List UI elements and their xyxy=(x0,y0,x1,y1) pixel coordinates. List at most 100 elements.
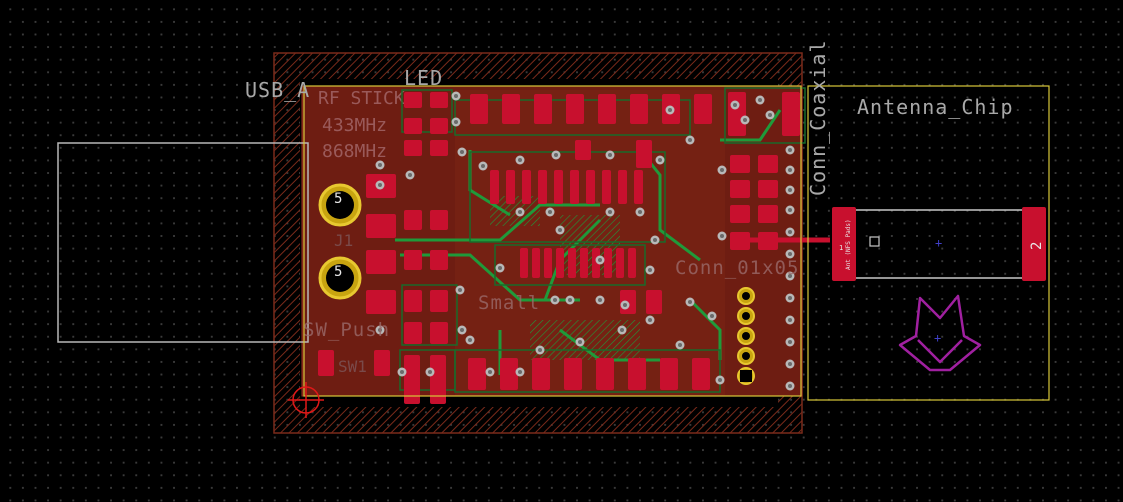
via[interactable] xyxy=(685,297,695,307)
smd-pad[interactable] xyxy=(782,92,800,136)
smd-pad[interactable] xyxy=(532,248,540,278)
smd-pad[interactable] xyxy=(694,94,712,124)
via[interactable] xyxy=(785,145,795,155)
via[interactable] xyxy=(397,367,407,377)
via[interactable] xyxy=(605,150,615,160)
smd-pad[interactable] xyxy=(534,94,552,124)
via[interactable] xyxy=(635,207,645,217)
smd-pad[interactable] xyxy=(430,118,448,134)
smd-pad[interactable] xyxy=(470,94,488,124)
smd-pad[interactable] xyxy=(430,378,446,404)
smd-pad[interactable] xyxy=(404,92,422,108)
smd-pad[interactable] xyxy=(618,170,627,204)
smd-pad[interactable] xyxy=(520,248,528,278)
pin-header-conn-01x05[interactable] xyxy=(737,287,755,385)
smd-pad[interactable] xyxy=(430,322,448,344)
smd-pad[interactable] xyxy=(758,180,778,198)
smd-pad[interactable] xyxy=(468,358,486,390)
smd-pad[interactable] xyxy=(502,94,520,124)
via[interactable] xyxy=(785,337,795,347)
smd-pad[interactable] xyxy=(628,358,646,390)
smd-pad[interactable] xyxy=(404,355,420,381)
via[interactable] xyxy=(785,359,795,369)
via[interactable] xyxy=(405,170,415,180)
smd-pad[interactable] xyxy=(602,170,611,204)
smd-pad[interactable] xyxy=(538,170,547,204)
via[interactable] xyxy=(457,325,467,335)
smd-pad[interactable] xyxy=(636,140,652,168)
via[interactable] xyxy=(707,311,717,321)
smd-pad[interactable] xyxy=(758,155,778,173)
via[interactable] xyxy=(485,367,495,377)
smd-pad[interactable] xyxy=(728,92,746,136)
via[interactable] xyxy=(478,161,488,171)
via[interactable] xyxy=(375,325,385,335)
smd-pad[interactable] xyxy=(404,322,422,344)
via[interactable] xyxy=(515,367,525,377)
via[interactable] xyxy=(785,249,795,259)
via[interactable] xyxy=(551,150,561,160)
via[interactable] xyxy=(785,165,795,175)
via[interactable] xyxy=(465,335,475,345)
smd-pad[interactable] xyxy=(580,248,588,278)
smd-pad[interactable] xyxy=(500,358,518,390)
via[interactable] xyxy=(785,227,795,237)
via[interactable] xyxy=(617,325,627,335)
smd-pad[interactable] xyxy=(506,170,515,204)
via[interactable] xyxy=(717,231,727,241)
smd-pad[interactable] xyxy=(404,210,422,230)
via[interactable] xyxy=(785,185,795,195)
via[interactable] xyxy=(675,340,685,350)
smd-pad[interactable] xyxy=(566,94,584,124)
via[interactable] xyxy=(620,300,630,310)
via[interactable] xyxy=(550,295,560,305)
via[interactable] xyxy=(495,263,505,273)
via[interactable] xyxy=(451,117,461,127)
via[interactable] xyxy=(665,105,675,115)
via[interactable] xyxy=(717,165,727,175)
smd-pad[interactable] xyxy=(556,248,564,278)
via[interactable] xyxy=(535,345,545,355)
via[interactable] xyxy=(575,337,585,347)
smd-pad[interactable] xyxy=(730,232,750,250)
smd-pad[interactable] xyxy=(522,170,531,204)
smd-pad[interactable] xyxy=(404,118,422,134)
smd-pad[interactable] xyxy=(564,358,582,390)
smd-pad[interactable] xyxy=(604,248,612,278)
smd-pad[interactable] xyxy=(544,248,552,278)
smd-pad[interactable] xyxy=(430,210,448,230)
via[interactable] xyxy=(685,135,695,145)
via[interactable] xyxy=(785,293,795,303)
smd-pad[interactable] xyxy=(570,170,579,204)
via[interactable] xyxy=(457,147,467,157)
smd-pad[interactable] xyxy=(366,290,396,314)
smd-pad[interactable] xyxy=(318,350,334,376)
smd-pad[interactable] xyxy=(646,290,662,314)
via[interactable] xyxy=(785,205,795,215)
crosshair-circle-icon[interactable] xyxy=(288,382,324,418)
smd-pad[interactable] xyxy=(730,155,750,173)
via[interactable] xyxy=(650,235,660,245)
smd-pad[interactable] xyxy=(616,248,624,278)
usb-pad-1[interactable]: 5 xyxy=(318,183,362,227)
via[interactable] xyxy=(605,207,615,217)
via[interactable] xyxy=(555,225,565,235)
smd-pad[interactable] xyxy=(630,94,648,124)
smd-pad[interactable] xyxy=(404,290,422,312)
via[interactable] xyxy=(375,160,385,170)
smd-pad[interactable] xyxy=(758,232,778,250)
smd-pad[interactable] xyxy=(575,140,591,160)
via[interactable] xyxy=(765,110,775,120)
via[interactable] xyxy=(515,207,525,217)
via[interactable] xyxy=(515,155,525,165)
smd-pad[interactable] xyxy=(374,350,390,376)
smd-pad[interactable] xyxy=(568,248,576,278)
via[interactable] xyxy=(740,115,750,125)
vias[interactable] xyxy=(375,91,795,391)
via[interactable] xyxy=(785,381,795,391)
via[interactable] xyxy=(645,315,655,325)
smd-pad[interactable] xyxy=(430,250,448,270)
usb-pad-2[interactable]: 5 xyxy=(318,256,362,300)
smd-pad[interactable] xyxy=(366,214,396,238)
